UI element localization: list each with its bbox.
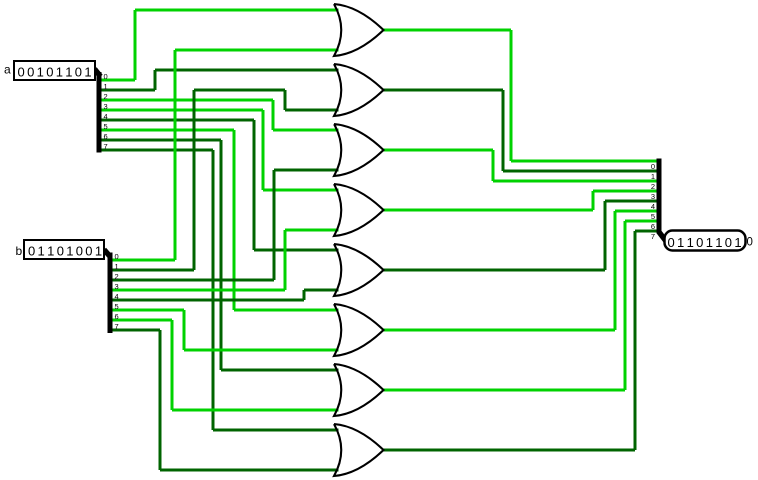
svg-text:1: 1 [38, 244, 45, 259]
svg-text:0: 0 [75, 65, 82, 80]
svg-text:7: 7 [651, 232, 655, 241]
svg-text:1: 1 [84, 65, 91, 80]
svg-text:0: 0 [725, 235, 732, 250]
svg-text:0: 0 [651, 162, 655, 171]
svg-text:7: 7 [115, 322, 119, 331]
svg-text:1: 1 [715, 235, 722, 250]
svg-text:3: 3 [115, 282, 119, 291]
svg-text:0: 0 [85, 244, 92, 259]
svg-text:5: 5 [115, 302, 119, 311]
svg-text:2: 2 [651, 182, 655, 191]
svg-text:2: 2 [104, 92, 108, 101]
svg-text:1: 1 [115, 262, 119, 271]
svg-text:1: 1 [677, 235, 684, 250]
svg-text:0: 0 [747, 237, 753, 249]
svg-text:0: 0 [115, 252, 119, 261]
svg-text:1: 1 [734, 235, 741, 250]
svg-text:0: 0 [104, 72, 108, 81]
svg-text:0: 0 [57, 244, 64, 259]
svg-text:4: 4 [651, 202, 655, 211]
svg-text:1: 1 [65, 65, 72, 80]
svg-text:1: 1 [37, 65, 44, 80]
svg-text:0: 0 [46, 65, 53, 80]
svg-text:1: 1 [47, 244, 54, 259]
svg-text:6: 6 [104, 132, 108, 141]
svg-text:0: 0 [668, 235, 675, 250]
svg-text:5: 5 [651, 212, 655, 221]
svg-text:0: 0 [28, 244, 35, 259]
svg-text:5: 5 [104, 122, 108, 131]
svg-text:0: 0 [696, 235, 703, 250]
svg-text:1: 1 [104, 82, 108, 91]
svg-text:2: 2 [115, 272, 119, 281]
svg-text:0: 0 [27, 65, 34, 80]
svg-text:1: 1 [56, 65, 63, 80]
svg-text:a: a [4, 63, 11, 77]
svg-text:b: b [16, 244, 23, 258]
svg-text:6: 6 [115, 312, 119, 321]
svg-text:3: 3 [651, 192, 655, 201]
svg-text:1: 1 [687, 235, 694, 250]
svg-text:6: 6 [651, 222, 655, 231]
svg-text:0: 0 [76, 244, 83, 259]
svg-text:4: 4 [115, 292, 119, 301]
svg-text:1: 1 [651, 172, 655, 181]
svg-text:7: 7 [104, 142, 108, 151]
svg-text:1: 1 [706, 235, 713, 250]
svg-text:3: 3 [104, 102, 108, 111]
svg-text:4: 4 [104, 112, 108, 121]
svg-text:0: 0 [18, 65, 25, 80]
svg-text:1: 1 [66, 244, 73, 259]
svg-text:1: 1 [95, 244, 102, 259]
